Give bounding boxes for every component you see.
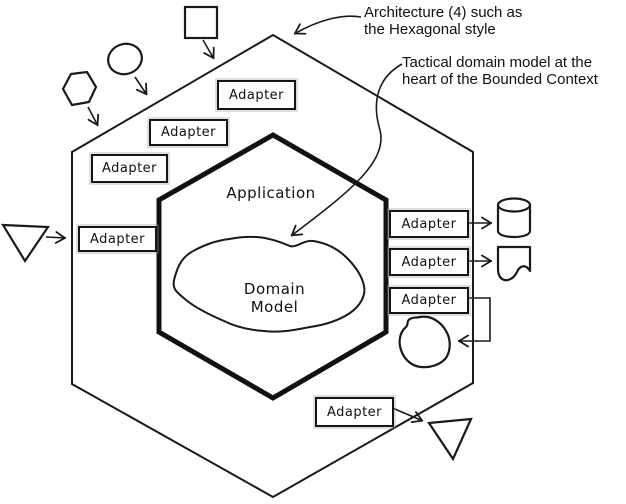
adapter-label: Adapter — [401, 293, 457, 308]
square-client-icon — [183, 5, 219, 40]
arrow-ellipse-to-hexagon — [134, 76, 148, 96]
outer-hexagon — [71, 33, 474, 499]
adapter-box-right-1: Adapter — [389, 210, 469, 238]
adapter-box-top-3: Adapter — [91, 154, 168, 183]
adapter-label: Adapter — [89, 231, 146, 247]
triangle-client-icon — [0, 223, 51, 264]
architecture-annotation: Architecture (4) such as the Hexagonal s… — [364, 4, 523, 38]
adapter-label: Adapter — [228, 87, 285, 103]
application-label: Application — [226, 184, 316, 202]
blob-store-icon — [398, 315, 451, 369]
document-icon — [496, 245, 532, 282]
tactical-annotation-line1: Tactical domain model at the — [402, 54, 593, 71]
domain-model-blob — [172, 235, 366, 333]
database-cylinder-icon — [496, 197, 532, 239]
adapter-box-top-1: Adapter — [217, 80, 296, 110]
adapter-label: Adapter — [101, 161, 158, 176]
arrow-triangle-to-adapter — [45, 231, 67, 244]
arrow-adapter-to-triangle — [389, 406, 424, 424]
adapter-box-right-2: Adapter — [389, 248, 469, 276]
domain-model-label: Domain Model — [243, 280, 306, 316]
adapter-box-bottom: Adapter — [315, 397, 394, 427]
arrow-adapter-to-blob — [458, 297, 491, 348]
leader-tactical-label — [290, 63, 403, 237]
ellipse-client-icon — [107, 42, 143, 76]
adapter-box-top-2: Adapter — [149, 119, 228, 146]
adapter-box-left-edge: Adapter — [78, 226, 157, 252]
arrow-hexclient-to-hexagon — [87, 106, 100, 127]
leader-architecture-label — [293, 15, 362, 35]
adapter-label: Adapter — [401, 216, 457, 232]
hexagon-client-icon — [61, 70, 98, 107]
triangle-output-icon — [427, 417, 473, 462]
inner-application-hexagon — [156, 132, 389, 401]
architecture-annotation-line2: the Hexagonal style — [364, 20, 496, 38]
adapter-label: Adapter — [160, 125, 217, 140]
tactical-annotation: Tactical domain model at the heart of th… — [402, 54, 598, 88]
architecture-annotation-line1: Architecture (4) such as — [364, 4, 523, 21]
adapter-label: Adapter — [401, 254, 457, 270]
adapter-box-right-3: Adapter — [389, 287, 469, 314]
arrow-square-to-hexagon — [202, 39, 215, 60]
tactical-annotation-line2: heart of the Bounded Context — [402, 70, 598, 88]
adapter-label: Adapter — [326, 404, 383, 420]
